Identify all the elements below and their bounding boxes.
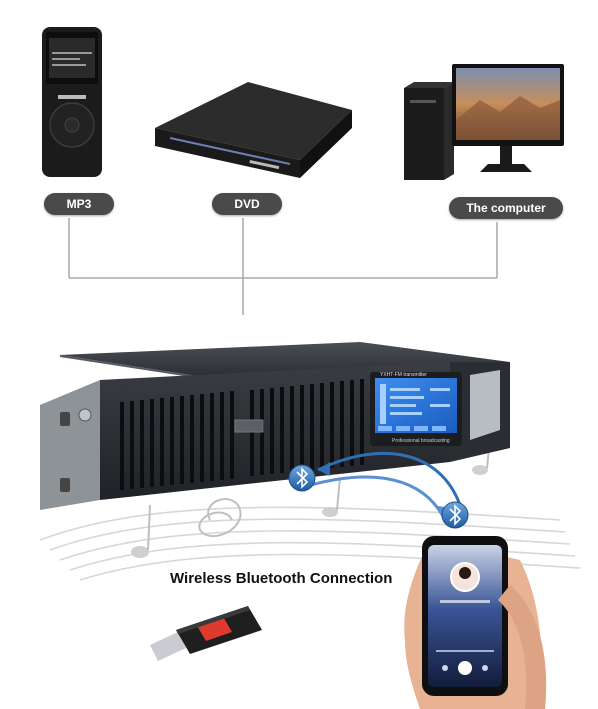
mp3-player-icon: [42, 27, 102, 177]
bluetooth-icon: [441, 501, 469, 529]
arrow-head-icon: [318, 462, 330, 476]
mp3-label: MP3: [44, 193, 114, 215]
desktop-computer-icon: [404, 64, 564, 180]
dvd-label: DVD: [212, 193, 282, 215]
vent-grille: [120, 379, 364, 490]
screen-footer: Professional broadcasting: [392, 438, 450, 444]
fm-transmitter-unit: YXHT-FM transmitter Professional broadca…: [40, 342, 510, 510]
usb-dongle-icon: [150, 606, 262, 661]
connector-lines: [68, 218, 498, 315]
smartphone-icon: [404, 536, 547, 709]
computer-label: The computer: [449, 197, 563, 219]
bluetooth-caption: Wireless Bluetooth Connection: [170, 570, 393, 587]
screen-title: YXHT-FM transmitter: [380, 372, 427, 378]
bluetooth-link-arrows: [299, 451, 462, 521]
dvd-player-icon: [155, 82, 352, 178]
bluetooth-icon: [288, 464, 316, 492]
